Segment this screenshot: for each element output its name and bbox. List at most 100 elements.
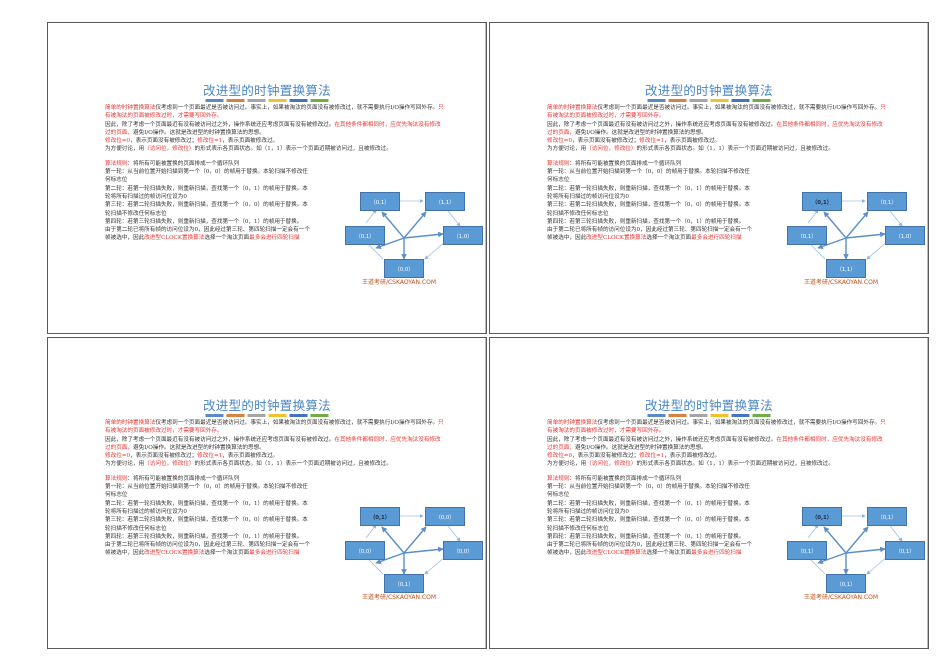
color-bar bbox=[710, 414, 729, 417]
body-text: 因此，除了考虑一个页面最近有没有被访问过之外，操作系统还应考虑页面有没有被修改过… bbox=[547, 436, 777, 443]
round-3-text: 第三轮：若第二轮扫描失败，则重新扫描，查找第一个（0，0）的帧用于替换。本轮扫描… bbox=[547, 517, 750, 532]
body-text: 为方便讨论，用 bbox=[547, 146, 587, 153]
color-bar bbox=[310, 99, 329, 102]
rules-summary: 由于第二轮已将所有帧的访问位设为0，因此经过第三轮、第四轮扫描一定会有一个帧被选… bbox=[105, 226, 313, 243]
paragraph-notation: 为方便讨论，用（访问位，修改位）的形式表示各页面状态。如（1，1）表示一个页面近… bbox=[105, 145, 445, 153]
slide-body-text: 简单的时钟置换算法仅考虑到一个页面最近是否被访问过。事实上，如果被淘汰的页面没有… bbox=[105, 104, 445, 243]
slide-title: 改进型的时钟置换算法 bbox=[644, 398, 773, 413]
algorithm-rules: 算法规则：将所有可能被置换的页面排成一个循环队列 第一轮：从当前位置开始扫描到第… bbox=[547, 475, 755, 558]
highlight-text: 修改位=0 bbox=[105, 138, 131, 145]
body-text: 仅考虑到一个页面最近是否被访问过。事实上，如果被淘汰的页面没有被修改过，就不需要… bbox=[597, 420, 881, 426]
color-bar bbox=[289, 99, 308, 102]
body-text: 由于第二轮已将所有帧的访问位设为0，因此经过第三轮、第四轮扫描一定会有一个帧被选… bbox=[105, 227, 310, 242]
slide-title: 改进型的时钟置换算法 bbox=[202, 83, 331, 98]
color-bar bbox=[752, 99, 771, 102]
slide-body-text: 简单的时钟置换算法仅考虑到一个页面最近是否被访问过。事实上，如果被淘汰的页面没有… bbox=[547, 419, 887, 558]
highlight-text: 最多会进行四轮扫描 bbox=[691, 550, 742, 557]
title-underline-bars bbox=[647, 414, 771, 417]
node-right: （1,0） bbox=[885, 226, 925, 245]
node-right: （1,0） bbox=[443, 226, 483, 245]
paragraph-modify-bit: 修改位=0，表示页面没有被修改过；修改位=1，表示页面被修改过。 bbox=[105, 452, 445, 460]
body-text: 避免I/O操作。这就是改进型的时钟置换算法的思想。 bbox=[574, 444, 707, 451]
node-top-left: （0,1） bbox=[802, 507, 842, 526]
color-bar bbox=[247, 414, 266, 417]
color-bar bbox=[752, 414, 771, 417]
highlight-text: 修改位=0 bbox=[105, 453, 131, 460]
round-4-text: 第四轮：若第三轮扫描失败，则重新扫描，查找第一个（0，1）的帧用于替换。 bbox=[105, 533, 303, 540]
highlight-text: 改进型CLOCK置换算法 bbox=[586, 235, 647, 242]
highlight-text: 简单的时钟置换算法 bbox=[105, 105, 156, 111]
node-left: （0,0） bbox=[345, 541, 385, 560]
body-text: 选择一个淘汰页面 bbox=[204, 550, 250, 557]
rules-label: 算法规则 bbox=[105, 475, 128, 482]
highlight-text: 在其他条件都相同时，应优先淘汰没有修改过的页面， bbox=[105, 121, 441, 136]
paragraph-modify-bit: 修改位=0，表示页面没有被修改过；修改位=1，表示页面被修改过。 bbox=[547, 137, 887, 145]
footer-watermark: 王道考研/CSKAOYAN.COM bbox=[803, 279, 878, 286]
highlight-text: 最多会进行四轮扫描 bbox=[249, 235, 300, 242]
paragraph-idea: 因此，除了考虑一个页面最近有没有被访问过之外，操作系统还应考虑页面有没有被修改过… bbox=[105, 121, 445, 138]
title-underline-bars bbox=[205, 99, 329, 102]
highlight-text: 在其他条件都相同时，应优先淘汰没有修改过的页面， bbox=[547, 121, 883, 136]
body-text: ，表示页面被修改过。 bbox=[222, 138, 279, 145]
body-text: ，表示页面被修改过。 bbox=[222, 453, 279, 460]
round-4-text: 第四轮：若第三轮扫描失败，则重新扫描，查找第一个（0，1）的帧用于替换。 bbox=[547, 218, 745, 225]
highlight-text: 只有被淘汰的页面被修改过时，才需要写回外存。 bbox=[547, 420, 886, 435]
paragraph-idea: 因此，除了考虑一个页面最近有没有被访问过之外，操作系统还应考虑页面有没有被修改过… bbox=[547, 436, 887, 453]
slide-1: 改进型的时钟置换算法 简单的时钟置换算法仅考虑到一个页面最近是否被访问过。事实上… bbox=[47, 22, 487, 334]
color-bar bbox=[310, 414, 329, 417]
body-text: 选择一个淘汰页面 bbox=[646, 550, 692, 557]
body-text: ，表示页面被修改过。 bbox=[664, 138, 721, 145]
body-text: 由于第二轮已将所有帧的访问位设为0，因此经过第三轮、第四轮扫描一定会有一个帧被选… bbox=[547, 542, 752, 557]
body-text: 避免I/O操作。这就是改进型的时钟置换算法的思想。 bbox=[132, 129, 265, 136]
node-bottom: （0,1） bbox=[384, 574, 424, 593]
round-3-text: 第三轮：若第二轮扫描失败，则重新扫描，查找第一个（0，0）的帧用于替换。本轮扫描… bbox=[547, 202, 750, 217]
paragraph-intro: 简单的时钟置换算法仅考虑到一个页面最近是否被访问过。事实上，如果被淘汰的页面没有… bbox=[547, 104, 887, 121]
highlight-text: 修改位=0 bbox=[547, 453, 573, 460]
node-left: （0,1） bbox=[787, 541, 827, 560]
paragraph-idea: 因此，除了考虑一个页面最近有没有被访问过之外，操作系统还应考虑页面有没有被修改过… bbox=[547, 121, 887, 138]
highlight-text: 改进型CLOCK置换算法 bbox=[144, 550, 205, 557]
algorithm-rules: 算法规则：将所有可能被置换的页面排成一个循环队列 第一轮：从当前位置开始扫描到第… bbox=[105, 475, 313, 558]
footer-watermark: 王道考研/CSKAOYAN.COM bbox=[361, 594, 436, 601]
node-top-right: （0,1） bbox=[867, 192, 907, 211]
body-text: 为方便讨论，用 bbox=[547, 461, 587, 468]
round-3-text: 第三轮：若第二轮扫描失败，则重新扫描，查找第一个（0，0）的帧用于替换。本轮扫描… bbox=[105, 202, 308, 217]
body-text: 选择一个淘汰页面 bbox=[646, 235, 692, 242]
node-top-left: （0,1） bbox=[360, 192, 400, 211]
body-text: 仅考虑到一个页面最近是否被访问过。事实上，如果被淘汰的页面没有被修改过，就不需要… bbox=[597, 105, 881, 111]
rules-intro: ：将所有可能被置换的页面排成一个循环队列 bbox=[127, 160, 240, 167]
highlight-text: 修改位=1 bbox=[197, 453, 223, 460]
body-text: 避免I/O操作。这就是改进型的时钟置换算法的思想。 bbox=[132, 444, 265, 451]
color-bar bbox=[731, 414, 750, 417]
color-bar bbox=[689, 99, 708, 102]
body-text: 的形式表示各页面状态。如（1，1）表示一个页面近期被访问过，且被修改过。 bbox=[194, 461, 392, 468]
round-1-text: 第一轮：从当前位置开始扫描到第一个（0，0）的帧用于替换。本轮扫描不修改任何标志… bbox=[105, 484, 308, 499]
body-text: 避免I/O操作。这就是改进型的时钟置换算法的思想。 bbox=[574, 129, 707, 136]
node-left: （0,1） bbox=[345, 226, 385, 245]
color-bar bbox=[289, 414, 308, 417]
rules-label: 算法规则 bbox=[547, 160, 570, 167]
highlight-text: 改进型CLOCK置换算法 bbox=[586, 550, 647, 557]
highlight-text: 改进型CLOCK置换算法 bbox=[144, 235, 205, 242]
round-1-text: 第一轮：从当前位置开始扫描到第一个（0，0）的帧用于替换。本轮扫描不修改任何标志… bbox=[547, 484, 750, 499]
body-text: 因此，除了考虑一个页面最近有没有被访问过之外，操作系统还应考虑页面有没有被修改过… bbox=[105, 121, 335, 128]
body-text: 仅考虑到一个页面最近是否被访问过。事实上，如果被淘汰的页面没有被修改过，就不需要… bbox=[155, 420, 439, 426]
slide-4: 改进型的时钟置换算法 简单的时钟置换算法仅考虑到一个页面最近是否被访问过。事实上… bbox=[489, 337, 929, 649]
highlight-text: 简单的时钟置换算法 bbox=[547, 105, 598, 111]
body-text: 因此，除了考虑一个页面最近有没有被访问过之外，操作系统还应考虑页面有没有被修改过… bbox=[547, 121, 777, 128]
slide-title: 改进型的时钟置换算法 bbox=[644, 83, 773, 98]
round-1-text: 第一轮：从当前位置开始扫描到第一个（0，0）的帧用于替换。本轮扫描不修改任何标志… bbox=[547, 169, 750, 184]
highlight-text: 最多会进行四轮扫描 bbox=[249, 550, 300, 557]
highlight-text: 只有被淘汰的页面被修改过时，才需要写回外存。 bbox=[547, 105, 886, 120]
body-text: 为方便讨论，用 bbox=[105, 146, 145, 153]
rules-label: 算法规则 bbox=[547, 475, 570, 482]
slide-body-text: 简单的时钟置换算法仅考虑到一个页面最近是否被访问过。事实上，如果被淘汰的页面没有… bbox=[105, 419, 445, 558]
highlight-text: 修改位=1 bbox=[197, 138, 223, 145]
node-bottom: （0,0） bbox=[384, 259, 424, 278]
color-bar bbox=[710, 99, 729, 102]
algorithm-rules: 算法规则：将所有可能被置换的页面排成一个循环队列 第一轮：从当前位置开始扫描到第… bbox=[105, 160, 313, 243]
highlight-text: 简单的时钟置换算法 bbox=[547, 420, 598, 426]
node-left: （0,1） bbox=[787, 226, 827, 245]
paragraph-intro: 简单的时钟置换算法仅考虑到一个页面最近是否被访问过。事实上，如果被淘汰的页面没有… bbox=[105, 419, 445, 436]
node-bottom: （0,1） bbox=[826, 574, 866, 593]
